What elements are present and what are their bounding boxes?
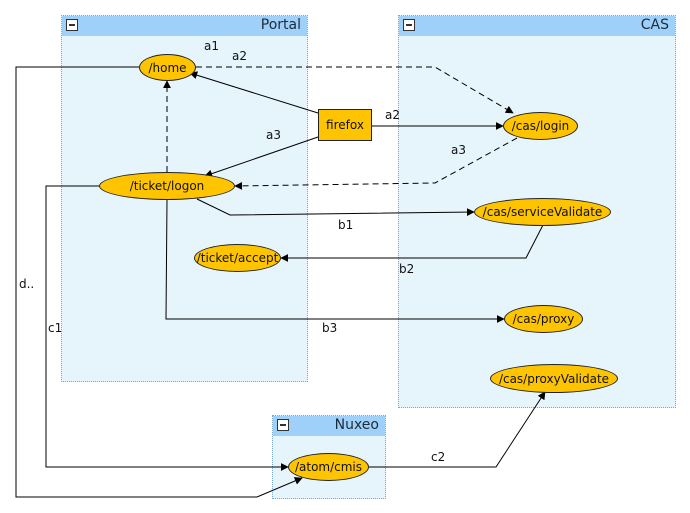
edge-label-d: d.. (19, 277, 35, 291)
edge-c1-logon-to-cmis (45, 185, 289, 471)
edge-label-a2-right: a2 (385, 108, 400, 122)
edge-d-home-to-cmis (15, 66, 303, 498)
node-ticket-logon[interactable]: /ticket/logon (99, 172, 235, 200)
node-firefox[interactable]: firefox (318, 109, 372, 141)
edge-label-a3-right: a3 (451, 143, 466, 157)
edge-c2-cmis-to-proxyvalidate (369, 391, 546, 468)
portal-collapse-icon[interactable] (66, 19, 78, 31)
node-cas-proxyvalidate[interactable]: /cas/proxyValidate (490, 364, 618, 393)
edge-label-a3-left: a3 (266, 128, 281, 142)
edge-a3-firefox-to-logon (204, 136, 319, 178)
edge-b2-servicevalidate-to-accept (280, 224, 544, 262)
node-cas-proxy[interactable]: /cas/proxy (504, 305, 583, 333)
cas-group-header: CAS (399, 16, 675, 36)
portal-group-header: Portal (62, 16, 307, 36)
edge-label-b3: b3 (322, 321, 338, 335)
edge-a1-firefox-to-home (189, 71, 319, 114)
node-home[interactable]: /home (139, 54, 196, 81)
edge-b3-logon-to-proxy (165, 199, 505, 323)
nuxeo-group-header: Nuxeo (273, 416, 385, 436)
portal-group-title: Portal (260, 17, 301, 33)
edge-label-c2: c2 (431, 450, 446, 464)
cas-group-title: CAS (640, 17, 669, 33)
edge-label-a2-top: a2 (232, 49, 247, 63)
node-atom-cmis[interactable]: /atom/cmis (288, 453, 369, 481)
edge-label-c1: c1 (48, 321, 63, 335)
edge-label-b1: b1 (338, 218, 354, 232)
node-ticket-accept[interactable]: /ticket/accept (194, 244, 281, 272)
edge-a3-login-to-logon (234, 137, 518, 190)
node-cas-login[interactable]: /cas/login (503, 112, 578, 140)
edge-label-b2: b2 (399, 262, 415, 276)
edge-b1-logon-to-servicevalidate (196, 198, 475, 217)
edge-label-a1: a1 (204, 39, 219, 53)
nuxeo-group-title: Nuxeo (334, 417, 379, 433)
cas-collapse-icon[interactable] (403, 19, 415, 31)
node-cas-servicevalidate[interactable]: /cas/serviceValidate (474, 198, 611, 226)
nuxeo-collapse-icon[interactable] (277, 419, 289, 431)
